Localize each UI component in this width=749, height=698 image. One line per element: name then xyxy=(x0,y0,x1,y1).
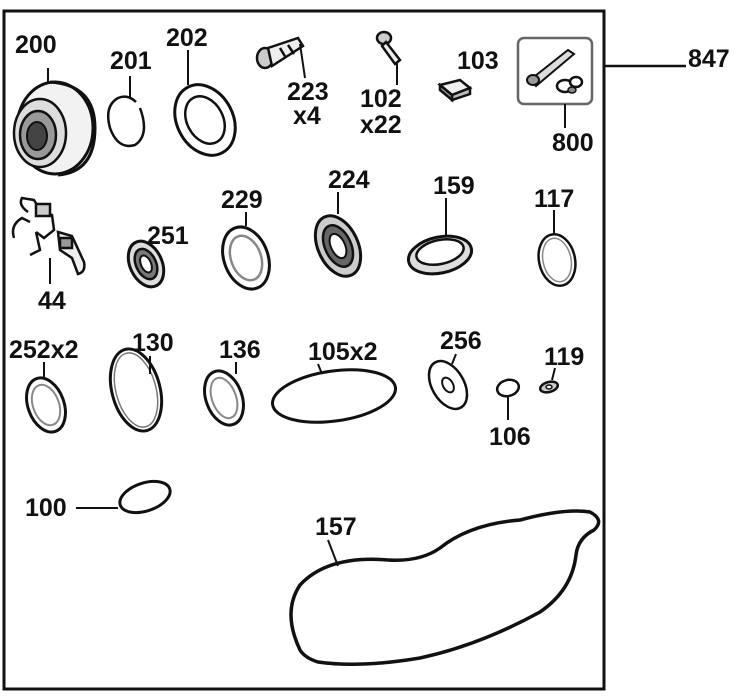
part-136-o-ring xyxy=(203,362,245,427)
label-251: 251 xyxy=(147,222,189,250)
label-224: 224 xyxy=(328,166,370,194)
part-256-washer xyxy=(427,353,469,411)
part-251-bearing xyxy=(126,239,166,289)
label-200: 200 xyxy=(15,31,57,59)
kit-frame xyxy=(2,9,606,691)
part-229-seal-ring xyxy=(221,212,271,291)
part-157-gasket xyxy=(289,509,601,666)
label-847: 847 xyxy=(688,45,730,73)
label-102: 102 xyxy=(360,85,402,113)
part-105-o-ring xyxy=(271,363,397,424)
label-252: 252x2 xyxy=(9,336,79,364)
label-117: 117 xyxy=(534,185,575,213)
label-223: 223 xyxy=(287,78,329,106)
part-100-o-ring xyxy=(76,479,172,515)
part-44-clip xyxy=(11,196,86,284)
part-202-seal xyxy=(173,50,237,157)
part-201-snap-ring xyxy=(107,76,146,148)
part-223-bolt xyxy=(255,36,306,79)
part-117-o-ring xyxy=(537,210,577,287)
label-105: 105x2 xyxy=(308,338,378,366)
label-103: 103 xyxy=(457,47,499,75)
label-106: 106 xyxy=(489,423,531,451)
label-157: 157 xyxy=(315,513,357,541)
part-200-bearing-assembly xyxy=(12,68,97,177)
part-103-block xyxy=(437,78,473,103)
label-119: 119 xyxy=(544,343,585,371)
part-119-washer xyxy=(538,367,560,394)
label-100: 100 xyxy=(25,494,67,522)
label-159: 159 xyxy=(433,172,475,200)
label-800: 800 xyxy=(552,129,594,157)
part-800-tool-kit xyxy=(516,36,594,128)
label-201: 201 xyxy=(110,47,152,75)
label-136: 136 xyxy=(219,336,261,364)
part-159-oil-seal xyxy=(406,198,474,276)
part-106-small-o-ring xyxy=(495,378,521,420)
label-229: 229 xyxy=(221,186,263,214)
label-223-quantity: x4 xyxy=(293,102,321,130)
part-224-bearing xyxy=(313,192,363,278)
part-130-o-ring xyxy=(108,347,164,433)
label-256: 256 xyxy=(440,327,482,355)
label-130: 130 xyxy=(132,329,174,357)
part-252-seal-ring xyxy=(25,362,67,434)
label-102-quantity: x22 xyxy=(360,111,402,139)
label-202: 202 xyxy=(166,24,208,52)
label-44: 44 xyxy=(38,287,66,315)
part-102-screw xyxy=(375,30,402,85)
